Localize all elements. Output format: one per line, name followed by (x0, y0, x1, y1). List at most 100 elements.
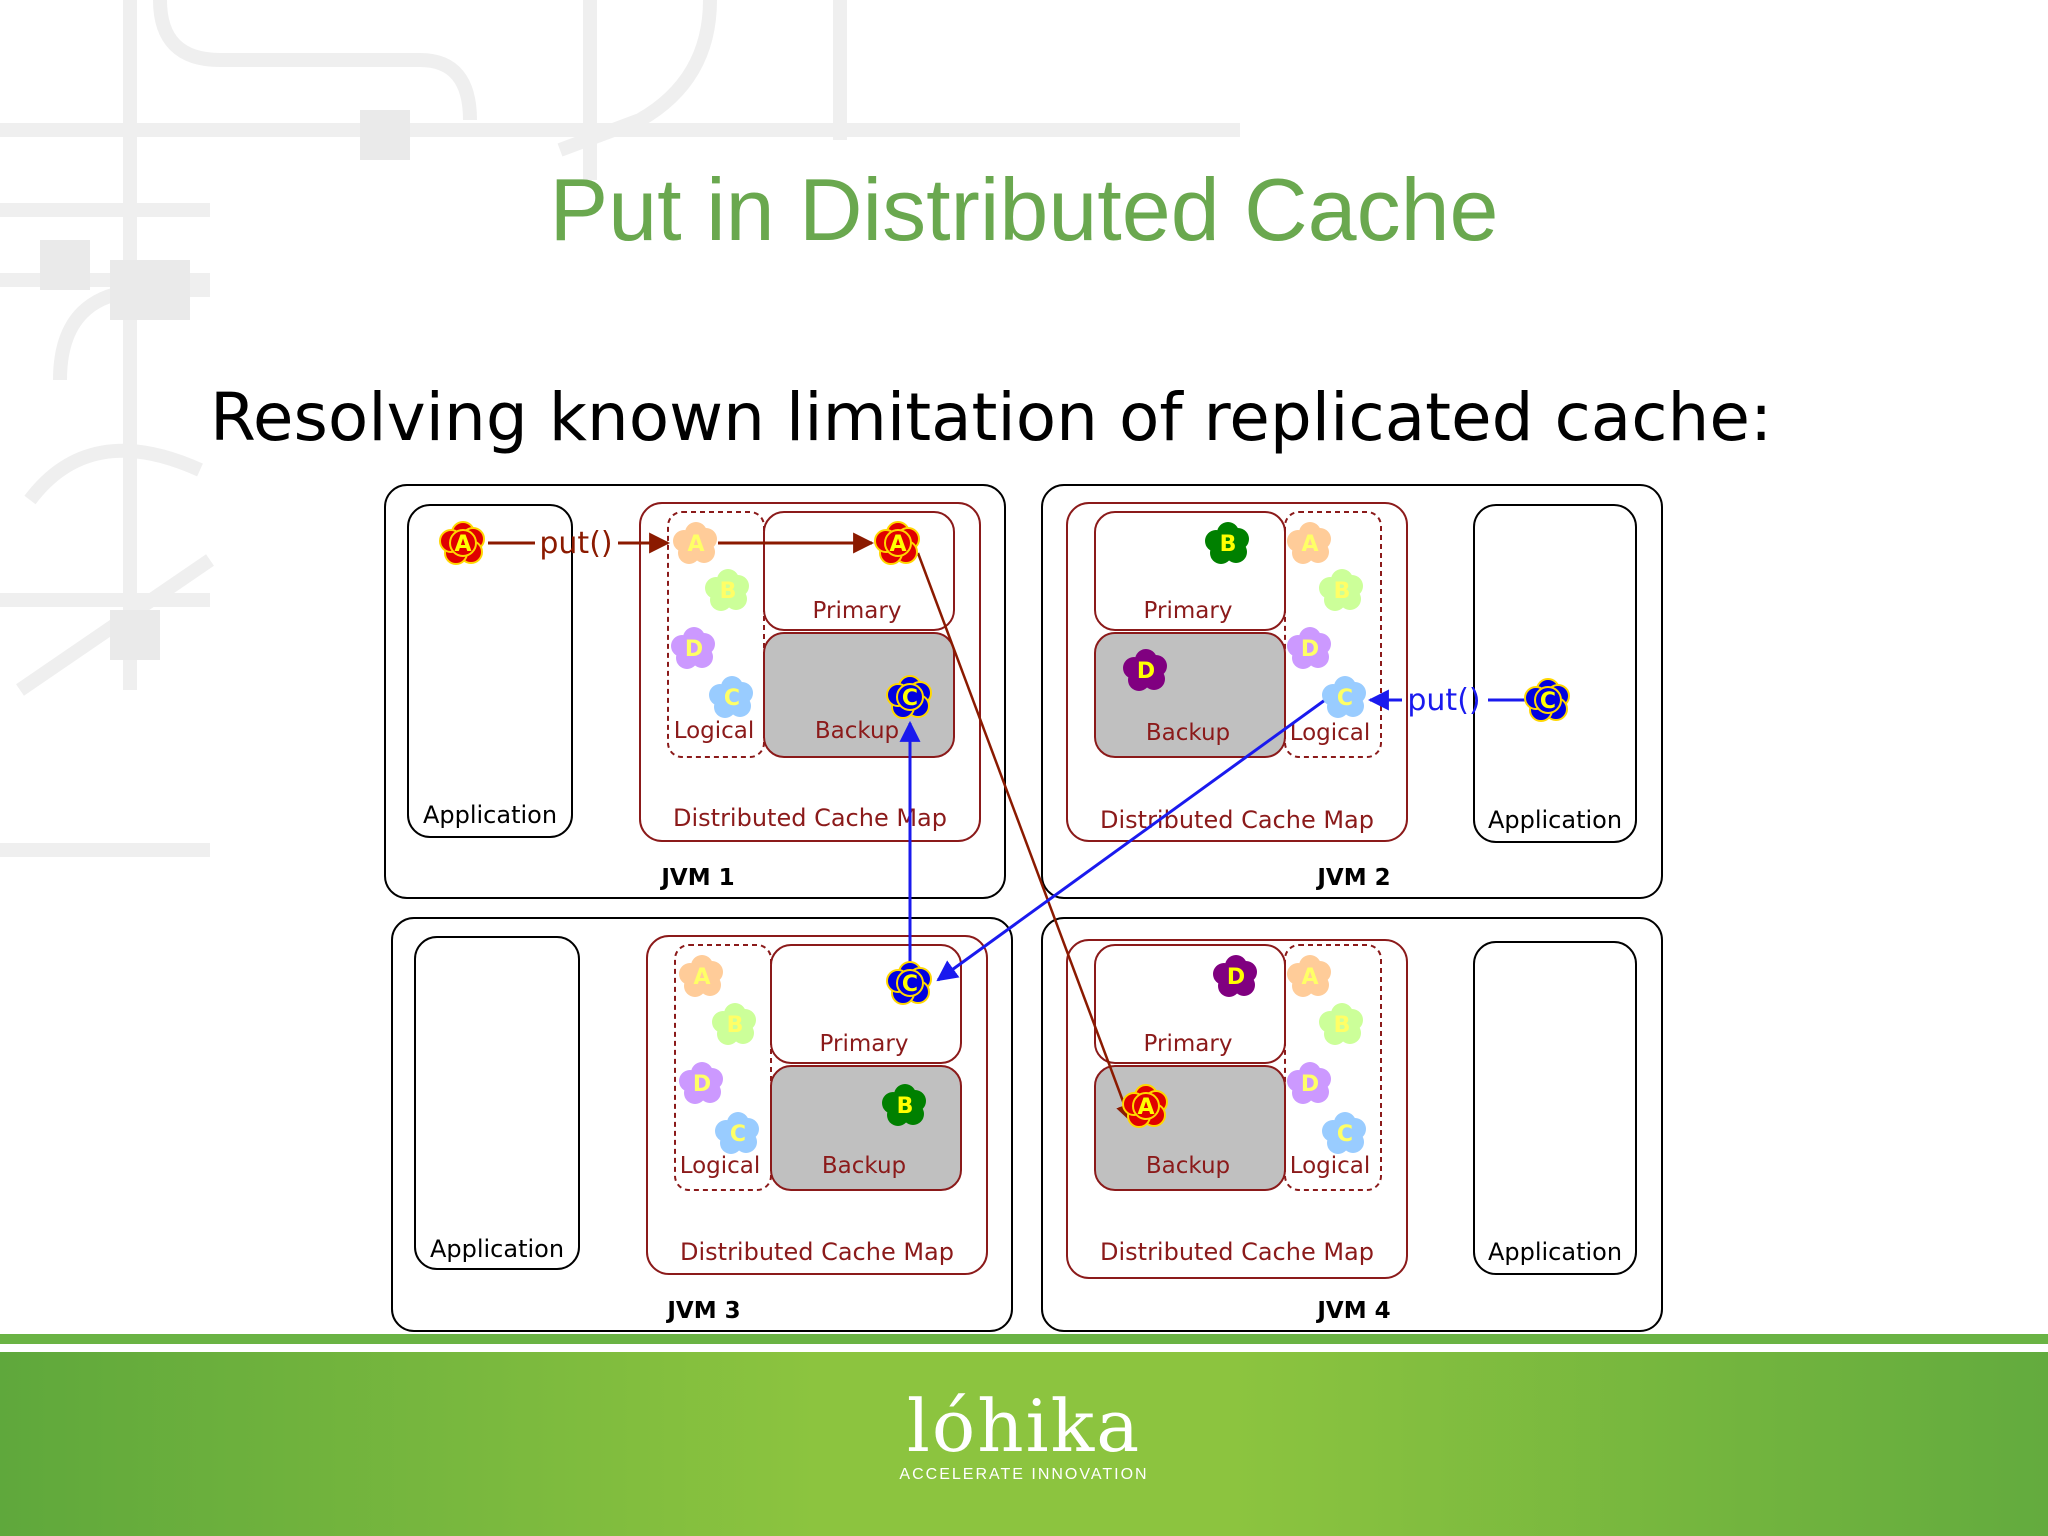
jvm4-primary-label: Primary (1144, 1031, 1233, 1057)
primary-a-to-jvm4-backup-arrow (916, 552, 1133, 1122)
jvm3-application-label: Application (430, 1235, 564, 1263)
jvm1-app-node-a: A (439, 521, 485, 565)
jvm2-label: JVM 2 (1315, 865, 1390, 891)
jvm1-box (384, 484, 1006, 899)
jvm1-backup-label: Backup (815, 718, 899, 744)
svg-text:B: B (727, 1013, 744, 1038)
jvm1-logical-label: Logical (674, 718, 755, 744)
svg-text:D: D (1301, 637, 1319, 662)
logo-tagline: ACCELERATE INNOVATION (899, 1466, 1149, 1483)
jvm3-logical-area (674, 944, 772, 1191)
jvm4-backup-label: Backup (1146, 1153, 1230, 1179)
jvm1-logical-node-a: A (673, 522, 717, 564)
svg-text:C: C (902, 972, 918, 997)
svg-text:C: C (1540, 689, 1556, 714)
jvm3-primary-box (770, 944, 962, 1064)
jvm3-logical-label: Logical (680, 1153, 761, 1179)
jvm2-application-label: Application (1488, 806, 1622, 834)
jvm3-logical-node-c: C (715, 1112, 759, 1154)
jvm1-application-box (407, 504, 573, 838)
jvm2-logical-node-d: D (1287, 627, 1331, 669)
jvm2-logical-area (1284, 511, 1382, 758)
jvm3-logical-node-a: A (679, 955, 723, 997)
jvm1-logical-node-c: C (709, 676, 753, 718)
jvm1-logical-node-b: B (705, 569, 749, 611)
jvm2-app-node-c: C (1524, 678, 1570, 722)
jvm1-logical-area (667, 511, 765, 758)
footer-top-line (0, 1334, 2048, 1344)
footer-gap (0, 1344, 2048, 1352)
jvm1-cache-map: Primary Backup Logical Distributed Cache… (639, 502, 981, 842)
jvm1-logical-node-d: D (671, 627, 715, 669)
jvm3-backup-node-b: B (882, 1084, 926, 1126)
svg-text:D: D (693, 1072, 711, 1097)
jvm2-application-box (1473, 504, 1637, 843)
jvm1-map-label: Distributed Cache Map (673, 804, 947, 832)
svg-text:C: C (724, 686, 740, 711)
jvm3-logical-node-b: B (712, 1003, 756, 1045)
jvm2-map-label: Distributed Cache Map (1100, 806, 1374, 834)
svg-text:D: D (1137, 659, 1155, 684)
jvm3-backup-label: Backup (822, 1153, 906, 1179)
footer-band (0, 1334, 2048, 1536)
svg-text:D: D (1227, 965, 1245, 990)
jvm4-logical-node-b: B (1319, 1003, 1363, 1045)
jvm3-logical-node-d: D (679, 1062, 723, 1104)
jvm1-primary-box (763, 511, 955, 631)
jvm2-backup-node-d: D (1123, 649, 1167, 691)
svg-text:A: A (1301, 532, 1318, 557)
logo-wordmark: lóhika (906, 1384, 1142, 1468)
jvm4-label: JVM 4 (1315, 1298, 1390, 1324)
jvm4-box (1041, 917, 1663, 1332)
svg-text:B: B (720, 579, 737, 604)
svg-text:B: B (897, 1094, 914, 1119)
jvm2-primary-box (1094, 511, 1286, 631)
jvm3-box (391, 917, 1013, 1332)
svg-text:C: C (1337, 686, 1353, 711)
jvm4-logical-node-c: C (1322, 1112, 1366, 1154)
footer-gradient (0, 1352, 2048, 1536)
svg-text:A: A (687, 532, 704, 557)
slide-subtitle: Resolving known limitation of replicated… (210, 379, 1773, 456)
jvm2-logical-label: Logical (1290, 720, 1371, 746)
svg-text:C: C (730, 1122, 746, 1147)
jvm4-application-box (1473, 941, 1637, 1275)
jvm4-primary-node-d: D (1213, 955, 1257, 997)
jvm3-primary-label: Primary (820, 1031, 909, 1057)
jvm1-primary-node-a: A (874, 521, 920, 565)
jvm2-backup-label: Backup (1146, 720, 1230, 746)
jvm4-logical-node-a: A (1287, 955, 1331, 997)
jvm2-logical-to-jvm3-primary-arrow (936, 698, 1326, 982)
svg-text:A: A (1301, 965, 1318, 990)
jvm1-primary-label: Primary (813, 598, 902, 624)
lohika-logo: lóhika ACCELERATE INNOVATION (0, 1390, 2048, 1484)
jvm4-map-label: Distributed Cache Map (1100, 1238, 1374, 1266)
jvm2-logical-node-a: A (1287, 522, 1331, 564)
jvm3-primary-node-c: C (886, 961, 932, 1005)
jvm2-primary-node-b: B (1205, 522, 1249, 564)
jvm2-logical-node-b: B (1319, 569, 1363, 611)
jvm4-primary-box (1094, 944, 1286, 1064)
jvm1-put-label: put() (539, 526, 612, 561)
jvm2-put-label: put() (1407, 683, 1480, 718)
svg-text:A: A (889, 532, 906, 557)
svg-text:D: D (1301, 1072, 1319, 1097)
svg-text:B: B (1334, 1013, 1351, 1038)
jvm2-logical-node-c: C (1322, 676, 1366, 718)
jvm2-primary-label: Primary (1144, 598, 1233, 624)
jvm4-application-label: Application (1488, 1238, 1622, 1266)
svg-text:A: A (1137, 1095, 1154, 1120)
svg-text:D: D (685, 637, 703, 662)
jvm3-label: JVM 3 (665, 1298, 740, 1324)
svg-text:C: C (902, 686, 918, 711)
jvm1-label: JVM 1 (659, 865, 734, 891)
jvm4-logical-label: Logical (1290, 1153, 1371, 1179)
jvm4-backup-node-a: A (1122, 1084, 1168, 1128)
jvm4-logical-area (1284, 944, 1382, 1191)
svg-text:B: B (1334, 579, 1351, 604)
svg-text:A: A (454, 532, 471, 557)
svg-text:A: A (693, 965, 710, 990)
jvm3-application-box (414, 936, 580, 1270)
jvm2-box (1041, 484, 1663, 899)
